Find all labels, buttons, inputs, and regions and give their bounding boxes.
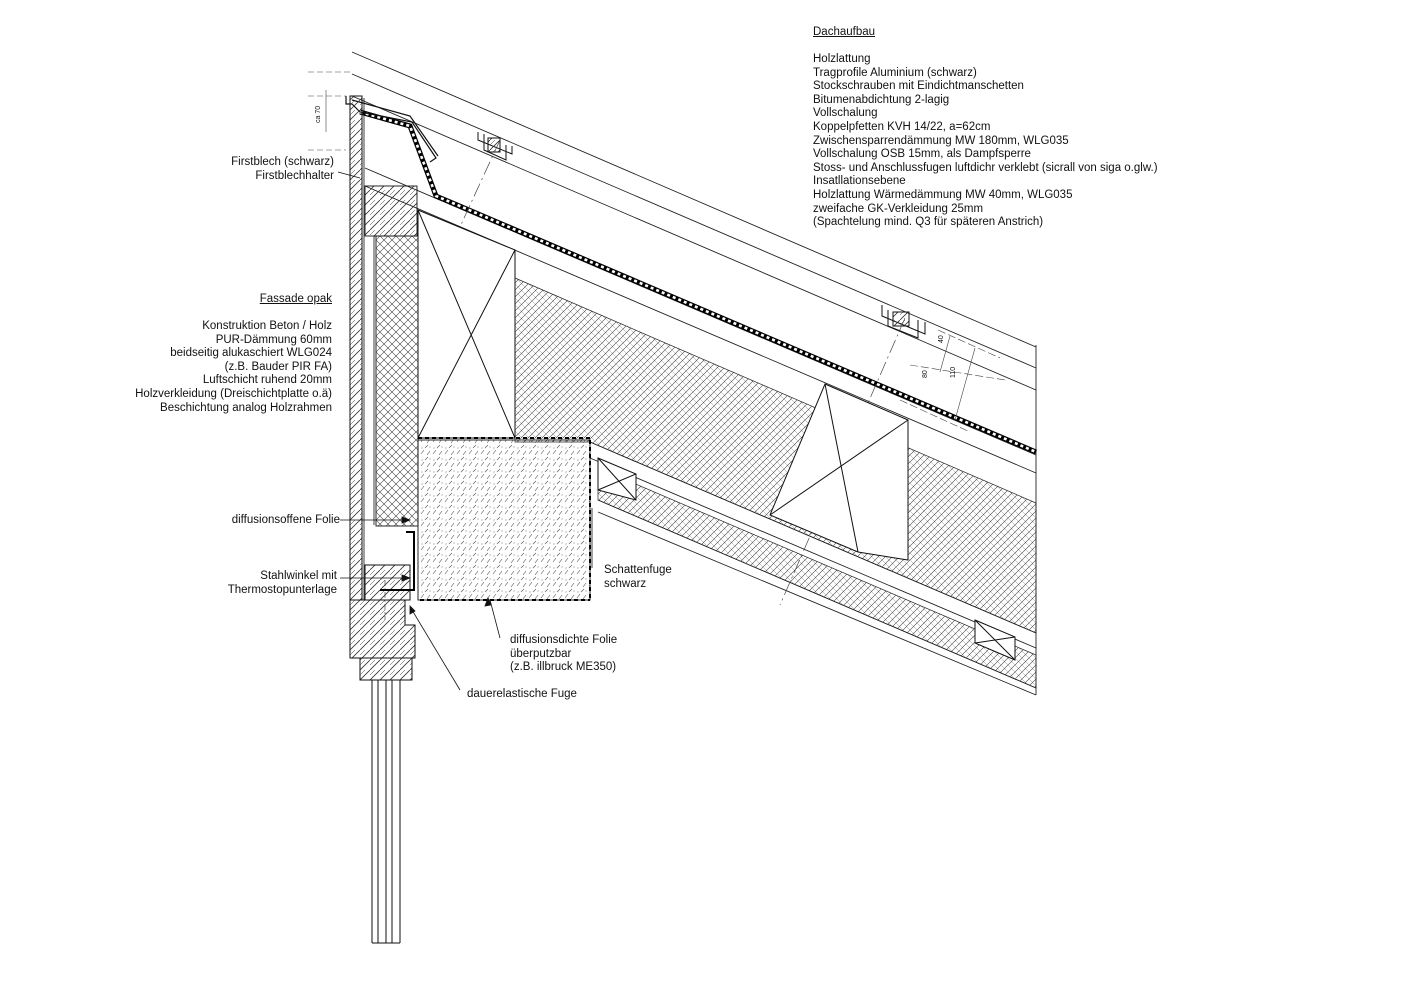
- leader-lines: [337, 171, 593, 691]
- stahlwinkel-label: Stahlwinkel mit Thermostopunterlage: [228, 570, 337, 597]
- fassade-line: Beschichtung analog Holzrahmen: [160, 401, 332, 414]
- fassade-line: PUR-Dämmung 60mm: [215, 333, 332, 346]
- alu-profile-1: [477, 132, 513, 161]
- dachaufbau-line: Stoss- und Anschlussfugen luftdichr verk…: [813, 161, 1158, 174]
- dachaufbau-line: Holzlattung Wärmedämmung MW 40mm, WLG035: [813, 188, 1073, 201]
- dachaufbau-line: Zwischensparrendämmung MW 180mm, WLG035: [813, 134, 1069, 147]
- fassade-line: (z.B. Bauder PIR FA): [224, 360, 332, 373]
- folie-dicht-line-2: überputzbar: [510, 647, 572, 660]
- dachaufbau-line: (Spachtelung mind. Q3 für späteren Anstr…: [813, 216, 1044, 229]
- fassade-line: Luftschicht ruhend 20mm: [202, 374, 332, 387]
- stahlwinkel-line-1: Stahlwinkel mit: [260, 570, 337, 582]
- dachaufbau-line: Stockschrauben mit Eindichtmanschetten: [813, 80, 1024, 93]
- dim-40: 40: [938, 335, 945, 343]
- folie-dicht-line-1: diffusionsdichte Folie: [510, 634, 618, 646]
- fuge-label: dauerelastische Fuge: [467, 688, 577, 700]
- facade-wall: [349, 95, 591, 944]
- dachaufbau-line: zweifache GK-Verkleidung 25mm: [813, 202, 984, 215]
- stahlwinkel-line-2: Thermostopunterlage: [227, 583, 337, 596]
- firstblech-label: Firstblech (schwarz) Firstblechhalter: [231, 156, 334, 183]
- dachaufbau-line: Tragprofile Aluminium (schwarz): [813, 66, 977, 79]
- schattenfuge-line-2: schwarz: [604, 577, 647, 590]
- fassade-title: Fassade opak: [259, 293, 332, 305]
- folie-dicht-line-3: (z.B. illbruck ME350): [510, 661, 617, 674]
- dachaufbau-line: Vollschalung OSB 15mm, als Dampfsperre: [813, 148, 1031, 161]
- fassade-line: Holzverkleidung (Dreischichtplatte o.ä): [135, 387, 332, 400]
- fassade-list: Konstruktion Beton / Holz PUR-Dämmung 60…: [135, 320, 332, 415]
- schattenfuge-line-1: Schattenfuge: [604, 564, 672, 576]
- alu-profile-2: [881, 305, 926, 339]
- fassade-line: beidseitig alukaschiert WLG024: [170, 347, 332, 360]
- folie-dicht-label: diffusionsdichte Folie überputzbar (z.B.…: [510, 634, 617, 675]
- firstblech-line-1: Firstblech (schwarz): [231, 156, 334, 168]
- dim-80: 80: [922, 370, 929, 378]
- dim-110: 110: [950, 366, 957, 378]
- dachaufbau-line: Vollschalung: [813, 107, 878, 120]
- dimension-lines: [308, 71, 1006, 433]
- dachaufbau-line: Holzlattung: [813, 53, 871, 65]
- firstblech-line-2: Firstblechhalter: [255, 169, 334, 182]
- dachaufbau-list: Holzlattung Tragprofile Aluminium (schwa…: [813, 53, 1158, 230]
- folie-offen-label: diffusionsoffene Folie: [231, 514, 340, 526]
- fassade-line: Konstruktion Beton / Holz: [202, 320, 332, 332]
- dachaufbau-line: Koppelpfetten KVH 14/22, a=62cm: [813, 120, 991, 133]
- schattenfuge-label: Schattenfuge schwarz: [604, 564, 672, 591]
- dachaufbau-line: Insatllationsebene: [813, 175, 906, 188]
- dachaufbau-line: Bitumenabdichtung 2-lagig: [813, 93, 950, 106]
- dachaufbau-title: Dachaufbau: [813, 26, 876, 38]
- dim-ca70: ca 70: [315, 105, 322, 123]
